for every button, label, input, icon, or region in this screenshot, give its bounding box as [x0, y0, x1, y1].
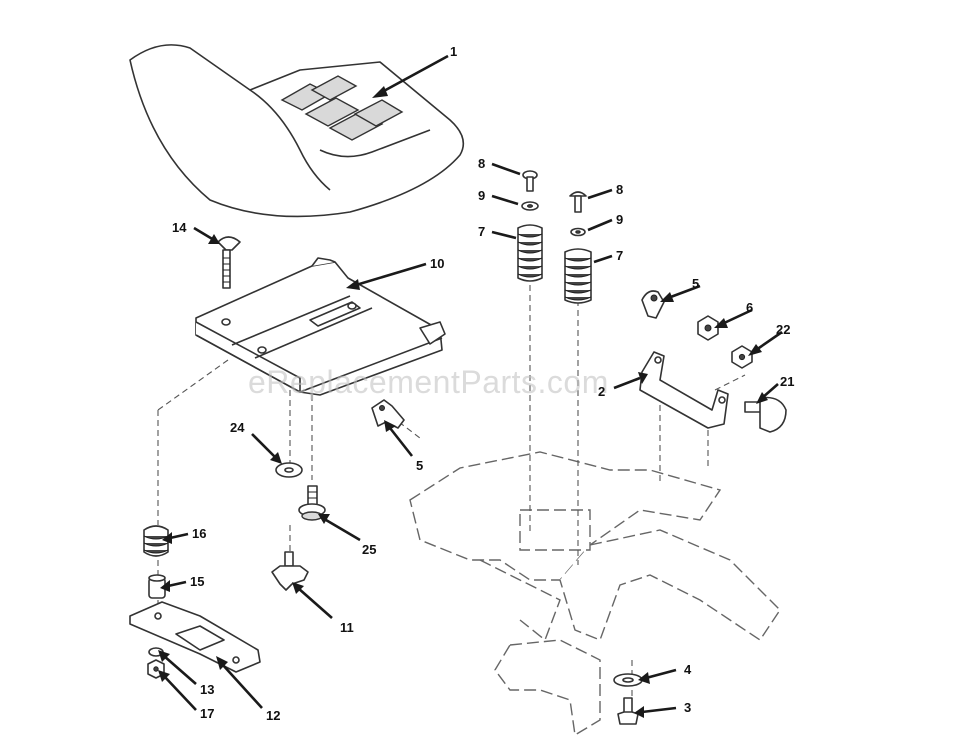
washer-part-9-left[interactable]: [521, 201, 539, 211]
callout-9-right[interactable]: 9: [616, 212, 623, 227]
callout-7-right[interactable]: 7: [616, 248, 623, 263]
callout-13[interactable]: 13: [200, 682, 214, 697]
callout-9-left[interactable]: 9: [478, 188, 485, 203]
bolt-part-8-left[interactable]: [522, 170, 538, 192]
callout-5-lower[interactable]: 5: [416, 458, 423, 473]
spring-part-7-right[interactable]: [564, 248, 592, 304]
callout-22[interactable]: 22: [776, 322, 790, 337]
seat-part-1[interactable]: [129, 44, 465, 218]
leader-lines: [158, 54, 783, 718]
callout-4[interactable]: 4: [684, 662, 692, 677]
slide-plate-part-12[interactable]: [129, 601, 261, 673]
callout-3[interactable]: 3: [684, 700, 691, 715]
bolt-part-3[interactable]: [617, 697, 639, 725]
callout-12[interactable]: 12: [266, 708, 280, 723]
frame-outline: [409, 451, 781, 737]
callout-2[interactable]: 2: [598, 384, 605, 399]
callout-14[interactable]: 14: [172, 220, 187, 235]
knob-part-21[interactable]: [744, 396, 787, 433]
callout-16[interactable]: 16: [192, 526, 206, 541]
callout-10[interactable]: 10: [430, 256, 444, 271]
callout-5-upper[interactable]: 5: [692, 276, 699, 291]
callout-21[interactable]: 21: [780, 374, 794, 389]
clip-part-5-upper[interactable]: [641, 290, 665, 319]
nut-part-6[interactable]: [697, 315, 719, 341]
spring-part-7-left[interactable]: [517, 224, 543, 282]
spring-part-16[interactable]: [143, 525, 169, 557]
nut-part-22[interactable]: [731, 345, 753, 369]
bolt-part-8-right[interactable]: [569, 191, 587, 213]
callout-8-right[interactable]: 8: [616, 182, 623, 197]
washer-part-9-right[interactable]: [570, 227, 586, 237]
callout-11[interactable]: 11: [340, 620, 354, 635]
callout-7-left[interactable]: 7: [478, 224, 485, 239]
callout-25[interactable]: 25: [362, 542, 376, 557]
callout-1[interactable]: 1: [450, 44, 457, 59]
callout-15[interactable]: 15: [190, 574, 204, 589]
callout-8-left[interactable]: 8: [478, 156, 485, 171]
adjust-knob-part-11[interactable]: [271, 551, 309, 591]
washer-part-24[interactable]: [275, 462, 303, 478]
callout-labels: 1 8 9 7 8 9 7 14 10 5 6 22 21 2 24 5 16 …: [172, 44, 794, 723]
callout-6[interactable]: 6: [746, 300, 753, 315]
callout-17[interactable]: 17: [200, 706, 214, 721]
watermark-text: eReplacementParts.com: [248, 364, 609, 400]
bracket-part-2[interactable]: [639, 351, 729, 429]
carriage-bolt-part-14[interactable]: [217, 236, 241, 289]
callout-24[interactable]: 24: [230, 420, 245, 435]
clip-part-5-lower[interactable]: [371, 399, 405, 429]
washer-part-4[interactable]: [613, 673, 643, 687]
seat-pan-part-10[interactable]: [195, 257, 446, 396]
